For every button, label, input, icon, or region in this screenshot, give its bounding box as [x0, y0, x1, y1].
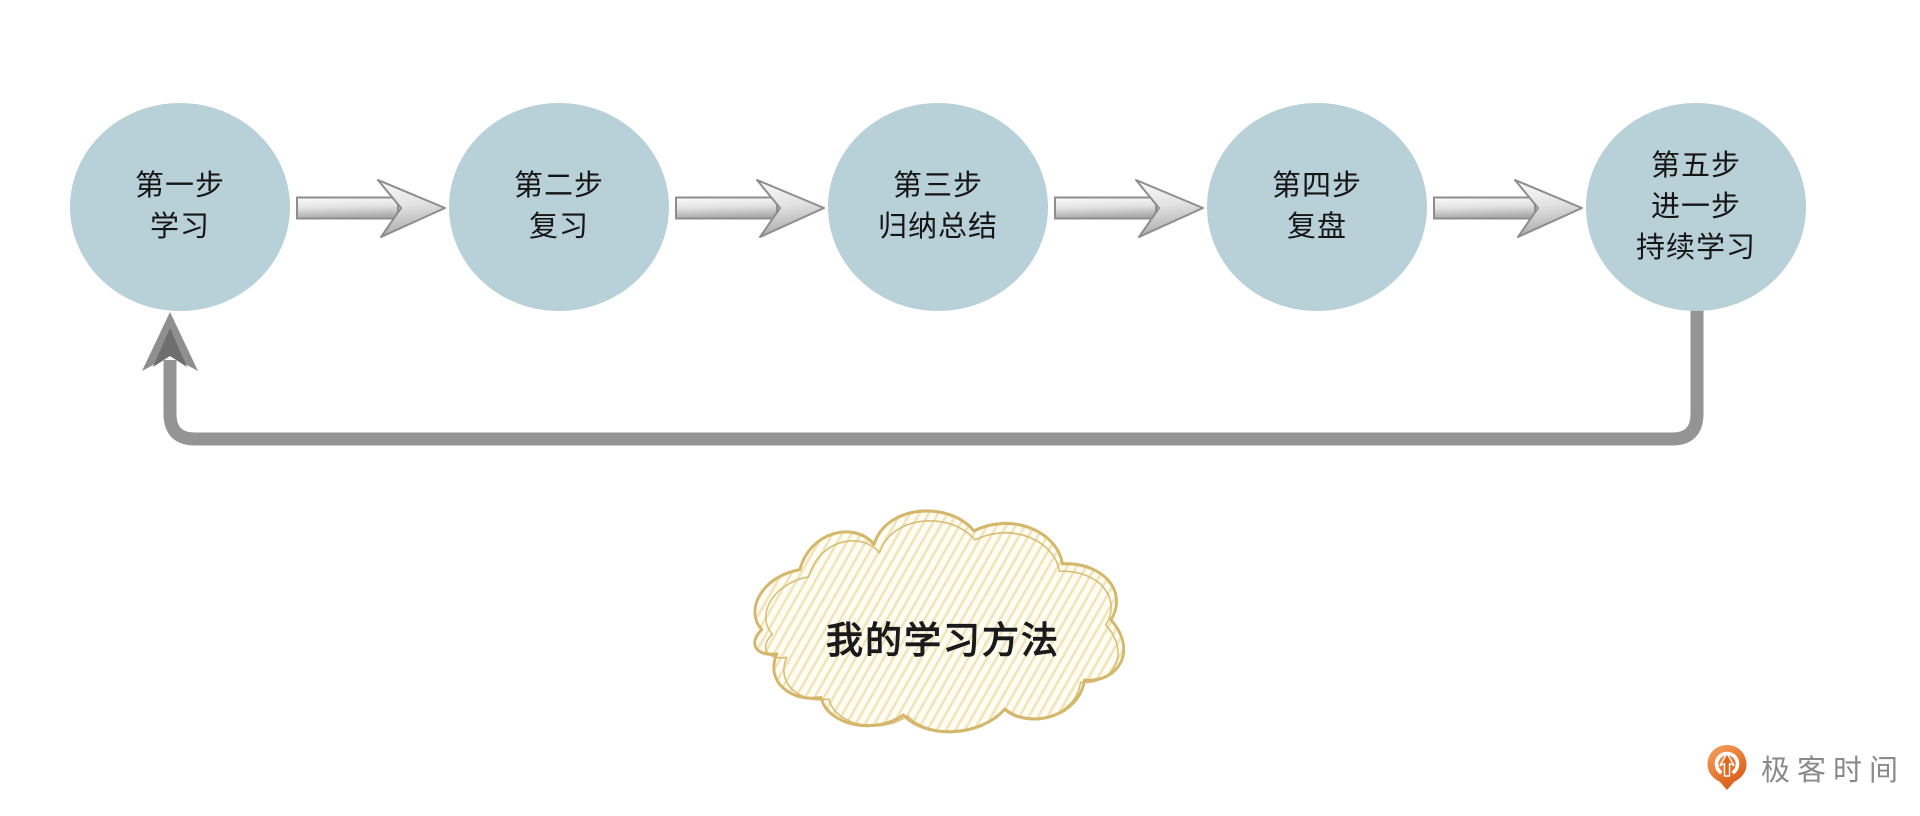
geektime-logo-text: 极客时间 [1761, 754, 1906, 787]
block-arrow-right-icon [296, 179, 446, 238]
step-subtitle: 复盘 [1286, 211, 1347, 243]
step-circle-5: 第五步 进一步 持续学习 [1586, 103, 1806, 311]
step-title: 第二步 [513, 170, 604, 202]
block-arrow-right-icon [1433, 179, 1583, 238]
step-circle-3: 第三步 归纳总结 [828, 103, 1048, 311]
step-circle-4: 第四步 复盘 [1207, 103, 1427, 311]
block-arrow-right-icon [1054, 179, 1204, 238]
cloud-shape [753, 509, 1126, 734]
step-subtitle: 学习 [149, 211, 210, 243]
step-title: 第五步 [1650, 149, 1741, 182]
step-subtitle-2: 持续学习 [1635, 231, 1756, 264]
step-title: 第三步 [892, 170, 983, 202]
geektime-pin-icon [1707, 745, 1747, 790]
geektime-logo: 极客时间 [1706, 744, 1905, 791]
step-circle-2: 第二步 复习 [449, 103, 669, 311]
arrow-up-icon [142, 312, 198, 371]
title-cloud: 我的学习方法 [722, 494, 1164, 746]
step-subtitle: 进一步 [1650, 190, 1741, 223]
step-subtitle: 复习 [528, 211, 589, 243]
step-title: 第一步 [134, 170, 225, 202]
step-circle-1: 第一步 学习 [70, 103, 290, 311]
cloud-title: 我的学习方法 [826, 620, 1060, 661]
block-arrow-right-icon [675, 179, 825, 238]
step-subtitle: 归纳总结 [877, 211, 998, 243]
step-title: 第四步 [1271, 170, 1362, 202]
